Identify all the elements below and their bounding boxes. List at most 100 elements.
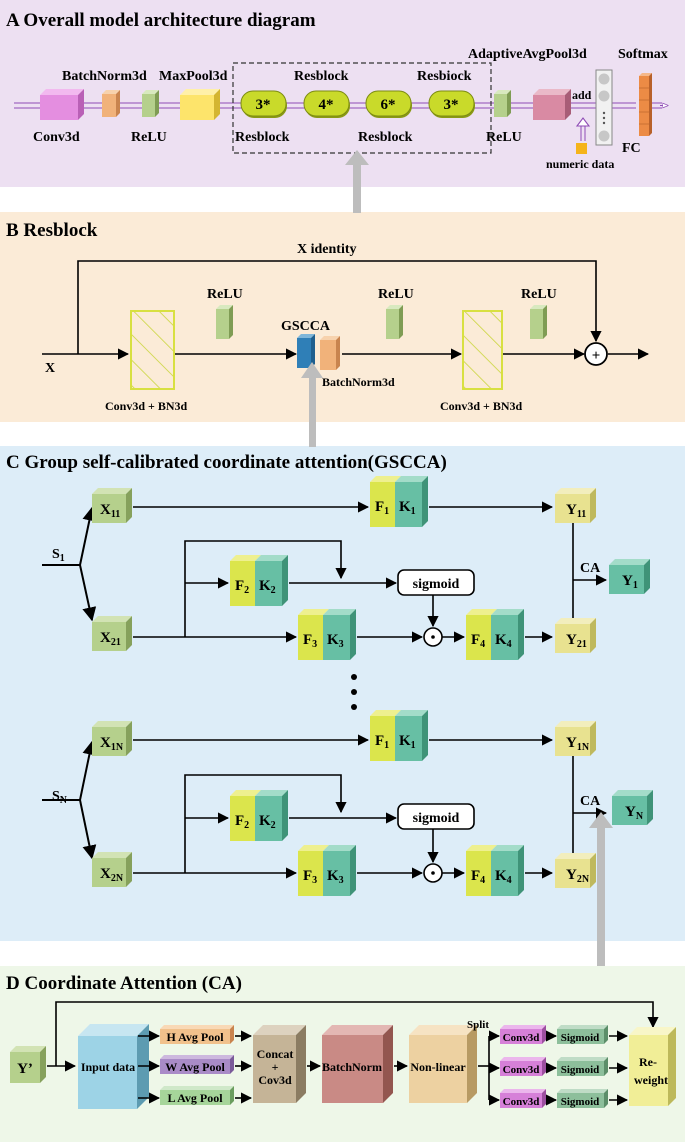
block-count-2: 4* xyxy=(319,97,334,113)
split-sigmoid-3: Sigmoid xyxy=(557,1089,608,1108)
reweight-skip-path xyxy=(55,1001,659,1066)
maxpool3d-block xyxy=(180,89,220,120)
svg-text:Y21: Y21 xyxy=(566,632,587,650)
block-count-1: 3* xyxy=(256,97,271,113)
svg-text:F3: F3 xyxy=(303,632,317,650)
split-label: Split xyxy=(467,1019,489,1031)
relu-label-a-2: ReLU xyxy=(486,130,522,145)
panel-d: D Coordinate Attention (CA) Y’ Input dat… xyxy=(0,966,685,1142)
svg-text:Cov3d: Cov3d xyxy=(258,1073,292,1087)
numeric-data-square xyxy=(576,143,587,154)
resblock-pill-1: 3* xyxy=(240,90,287,118)
svg-text:K4: K4 xyxy=(495,632,512,650)
concat-conv-block: Concat + Cov3d xyxy=(253,1025,306,1103)
relu-label-b-2: ReLU xyxy=(378,287,414,302)
panel-b-title: B Resblock xyxy=(6,220,98,241)
maxpool3d-label: MaxPool3d xyxy=(159,69,228,84)
identity-label: X identity xyxy=(297,242,357,257)
split-conv3d-2: Conv3d xyxy=(500,1057,546,1076)
svg-text:F3: F3 xyxy=(303,868,317,886)
y1-output-cube: Y1 xyxy=(609,559,650,594)
batchnorm3d-block-a xyxy=(102,90,120,117)
panel-b: B Resblock X identity X Conv3d + BN3d Co… xyxy=(0,212,685,446)
softmax-stack xyxy=(639,73,652,136)
svg-text:Re-: Re- xyxy=(639,1055,657,1069)
panel-a-title: A Overall model architecture diagram xyxy=(6,10,316,31)
svg-text:Y’: Y’ xyxy=(17,1061,33,1077)
svg-text:YN: YN xyxy=(625,804,644,822)
svg-text:K1: K1 xyxy=(399,499,416,517)
y1n-cube: Y1N xyxy=(555,721,596,756)
svg-text:F4: F4 xyxy=(471,868,485,886)
conv-bn-label-1: Conv3d + BN3d xyxy=(105,399,188,413)
gscca-group-n: SN X1N F1 K1 xyxy=(42,710,653,896)
ca-label-g1: CA xyxy=(580,561,601,576)
svg-text:+: + xyxy=(272,1060,279,1074)
split-sigmoid-1: Sigmoid xyxy=(557,1025,608,1044)
batchnorm3d-label-a: BatchNorm3d xyxy=(62,69,147,84)
f4-k4-block-g1: F4 K4 xyxy=(466,609,524,660)
svg-text:Sigmoid: Sigmoid xyxy=(561,1096,600,1108)
nonlinear-block: Non-linear xyxy=(409,1025,477,1103)
add-label: add xyxy=(572,88,592,102)
svg-text:K3: K3 xyxy=(327,868,344,886)
conv-bn-box-2 xyxy=(462,310,503,390)
relu-block-a-1 xyxy=(142,90,159,117)
split-conv3d-1: Conv3d xyxy=(500,1025,546,1044)
svg-text:Conv3d: Conv3d xyxy=(503,1096,540,1108)
conv-bn-box-1 xyxy=(130,310,175,390)
identity-path xyxy=(77,260,602,354)
svg-text:Y1N: Y1N xyxy=(566,735,590,753)
svg-text:Non-linear: Non-linear xyxy=(410,1060,466,1074)
connector-b-c xyxy=(309,376,316,446)
svg-text:K2: K2 xyxy=(259,578,276,596)
gscca-label: GSCCA xyxy=(281,319,331,334)
svg-text:Conv3d: Conv3d xyxy=(503,1032,540,1044)
svg-text:F4: F4 xyxy=(471,632,485,650)
x2n-cube: X2N xyxy=(92,852,132,887)
numeric-data-label: numeric data xyxy=(546,157,614,171)
svg-text:Conv3d: Conv3d xyxy=(503,1064,540,1076)
relu-label-a-1: ReLU xyxy=(131,130,167,145)
svg-text:F1: F1 xyxy=(375,499,389,517)
f1-k1-block-g1: F1 K1 xyxy=(370,476,428,527)
svg-text:Sigmoid: Sigmoid xyxy=(561,1064,600,1076)
residual-add-symbol: + xyxy=(592,348,601,364)
relu-block-b-3 xyxy=(530,305,547,339)
svg-text:W Avg Pool: W Avg Pool xyxy=(165,1060,225,1074)
relu-label-b-3: ReLU xyxy=(521,287,557,302)
reweight-block: Re- weight xyxy=(629,1027,676,1106)
gscca-block xyxy=(297,334,315,368)
x1n-cube: X1N xyxy=(92,721,132,756)
resblock-group-frame xyxy=(232,62,492,154)
y2n-cube: Y2N xyxy=(555,853,596,888)
adaptive-avgpool-label: AdaptiveAvgPool3d xyxy=(468,47,587,62)
panel-c: C Group self-calibrated coordinate atten… xyxy=(0,446,685,966)
svg-text:F2: F2 xyxy=(235,578,249,596)
resblock-top-label-1: Resblock xyxy=(294,69,349,84)
sigmoid-box-g1 xyxy=(397,569,475,596)
svg-text:Sigmoid: Sigmoid xyxy=(561,1032,600,1044)
svg-text:K3: K3 xyxy=(327,632,344,650)
l-avg-pool-block: L Avg Pool xyxy=(160,1086,234,1105)
conv3d-block xyxy=(40,89,84,120)
resblock-pill-4: 3* xyxy=(428,90,475,118)
panel-d-title: D Coordinate Attention (CA) xyxy=(6,973,242,994)
resblock-top-label-2: Resbiock xyxy=(417,69,472,84)
svg-text:K1: K1 xyxy=(399,733,416,751)
residual-add-node xyxy=(584,342,608,366)
svg-text:BatchNorm: BatchNorm xyxy=(322,1060,382,1074)
block-count-3: 6* xyxy=(381,97,396,113)
sigmoid-label-gn: sigmoid xyxy=(413,811,460,826)
batchnorm-block-d: BatchNorm xyxy=(322,1025,393,1103)
svg-text:X1N: X1N xyxy=(100,735,124,753)
numeric-data-arrow xyxy=(575,117,591,127)
svg-text:Input data: Input data xyxy=(81,1060,135,1074)
svg-text:F2: F2 xyxy=(235,813,249,831)
w-avg-pool-block: W Avg Pool xyxy=(160,1055,234,1074)
x21-cube: X21 xyxy=(92,616,132,651)
yn-output-cube: YN xyxy=(612,790,653,825)
connector-c-d xyxy=(597,824,605,966)
conv3d-label: Conv3d xyxy=(33,130,80,145)
